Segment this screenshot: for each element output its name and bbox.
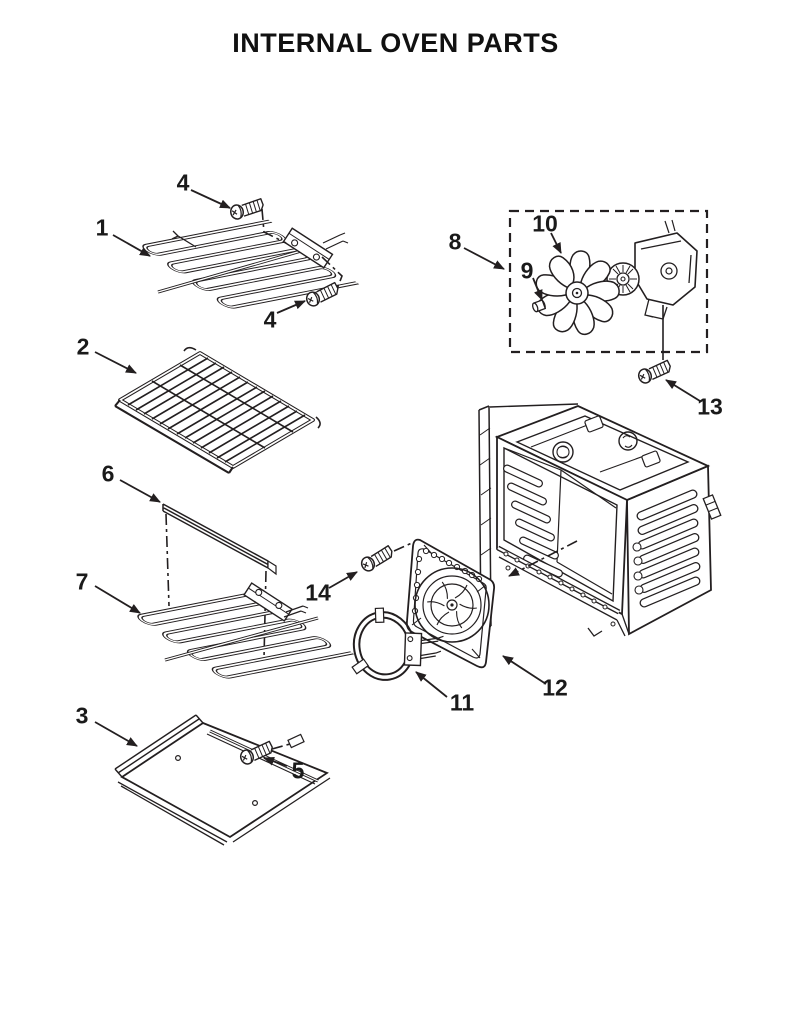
element-spacer-bar [162,503,277,659]
callout-label-9: 9 [520,257,534,284]
panel-front-lip [117,777,331,846]
screw14-alignment-line [393,541,415,552]
spacer-drop-line-left [165,513,170,607]
broil-terminal-bracket [282,227,334,269]
screw4a-alignment-line [261,208,287,244]
leader-arrow-4-bottom [276,300,306,314]
leader-arrow-13 [665,379,701,402]
fan-blade [533,250,622,338]
screw-4-bottom [303,281,342,309]
screw4b-alignment-line [321,256,343,290]
leader-arrow-6 [119,479,161,503]
callout-label-4-bottom: 4 [263,306,277,333]
callout-label-3: 3 [75,702,89,729]
cavity-bottom-rail [496,545,630,637]
page-title: INTERNAL OVEN PARTS [232,28,559,58]
leader-arrow-8 [463,247,505,270]
oven-rack [114,346,321,474]
broil-element [142,197,358,309]
leader-arrow-4-top [190,189,231,209]
leader-arrow-9 [532,277,543,301]
cavity-interior [501,447,617,595]
screw-14 [358,544,397,574]
cavity-opening [503,446,618,603]
rack-long-wires [151,364,294,449]
rack-hooks [183,346,321,429]
leader-arrow-10 [550,232,562,254]
leader-arrow-2 [94,351,137,374]
leader-arrow-3 [94,721,138,747]
oven-bottom-panel [114,714,331,846]
fan-cover-alignment-line [508,540,578,577]
broil-terminal-pins [322,232,349,250]
cavity-side-embossments [632,488,702,609]
cavity-front-frame [478,405,492,631]
leader-arrow-1 [112,234,151,257]
callout-label-13: 13 [697,393,723,420]
cavity-top-panel [489,403,690,491]
cavity-latch [702,494,722,520]
leader-arrow-12 [502,655,547,685]
convection-fan-assembly [508,209,709,360]
callout-label-6: 6 [101,460,115,487]
fan-nut [532,299,547,313]
callout-label-14: 14 [305,579,331,606]
panel-screw-tab [287,733,305,749]
spacer-drop-line-right [263,570,267,659]
bake-terminal-pins [283,605,309,618]
rack-front-rail [114,399,234,474]
callout-label-2: 2 [76,333,90,360]
convection-fan-cover [393,538,496,669]
convection-motor [606,219,698,320]
callout-label-11: 11 [449,689,475,716]
callout-label-10: 10 [532,210,558,237]
callout-label-4-top: 4 [176,169,190,196]
screw5-alignment-line [271,743,291,750]
fan-assembly-dashed-box [508,209,709,354]
callout-label-7: 7 [75,568,89,595]
oven-cavity [478,403,722,637]
convection-element-ring [351,607,444,681]
motor-rotor [606,262,640,296]
leader-arrow-14 [328,571,358,589]
callout-label-8: 8 [448,228,462,255]
callout-label-12: 12 [542,674,568,701]
panel-back-rail [114,714,204,778]
motor-wires [664,219,676,234]
broil-lead-wire [171,230,197,248]
leader-arrow-7 [94,585,141,614]
rack-cross-wires [127,357,306,463]
leader-arrow-11 [415,671,448,698]
callout-label-5: 5 [291,757,305,784]
callout-label-1: 1 [95,214,109,241]
screw-4-top [228,197,266,221]
ring-bracket [403,632,444,667]
bake-element [137,582,353,678]
leader-arrows [94,189,701,767]
leader-arrow-5 [263,757,288,767]
cover-grille [414,567,490,643]
